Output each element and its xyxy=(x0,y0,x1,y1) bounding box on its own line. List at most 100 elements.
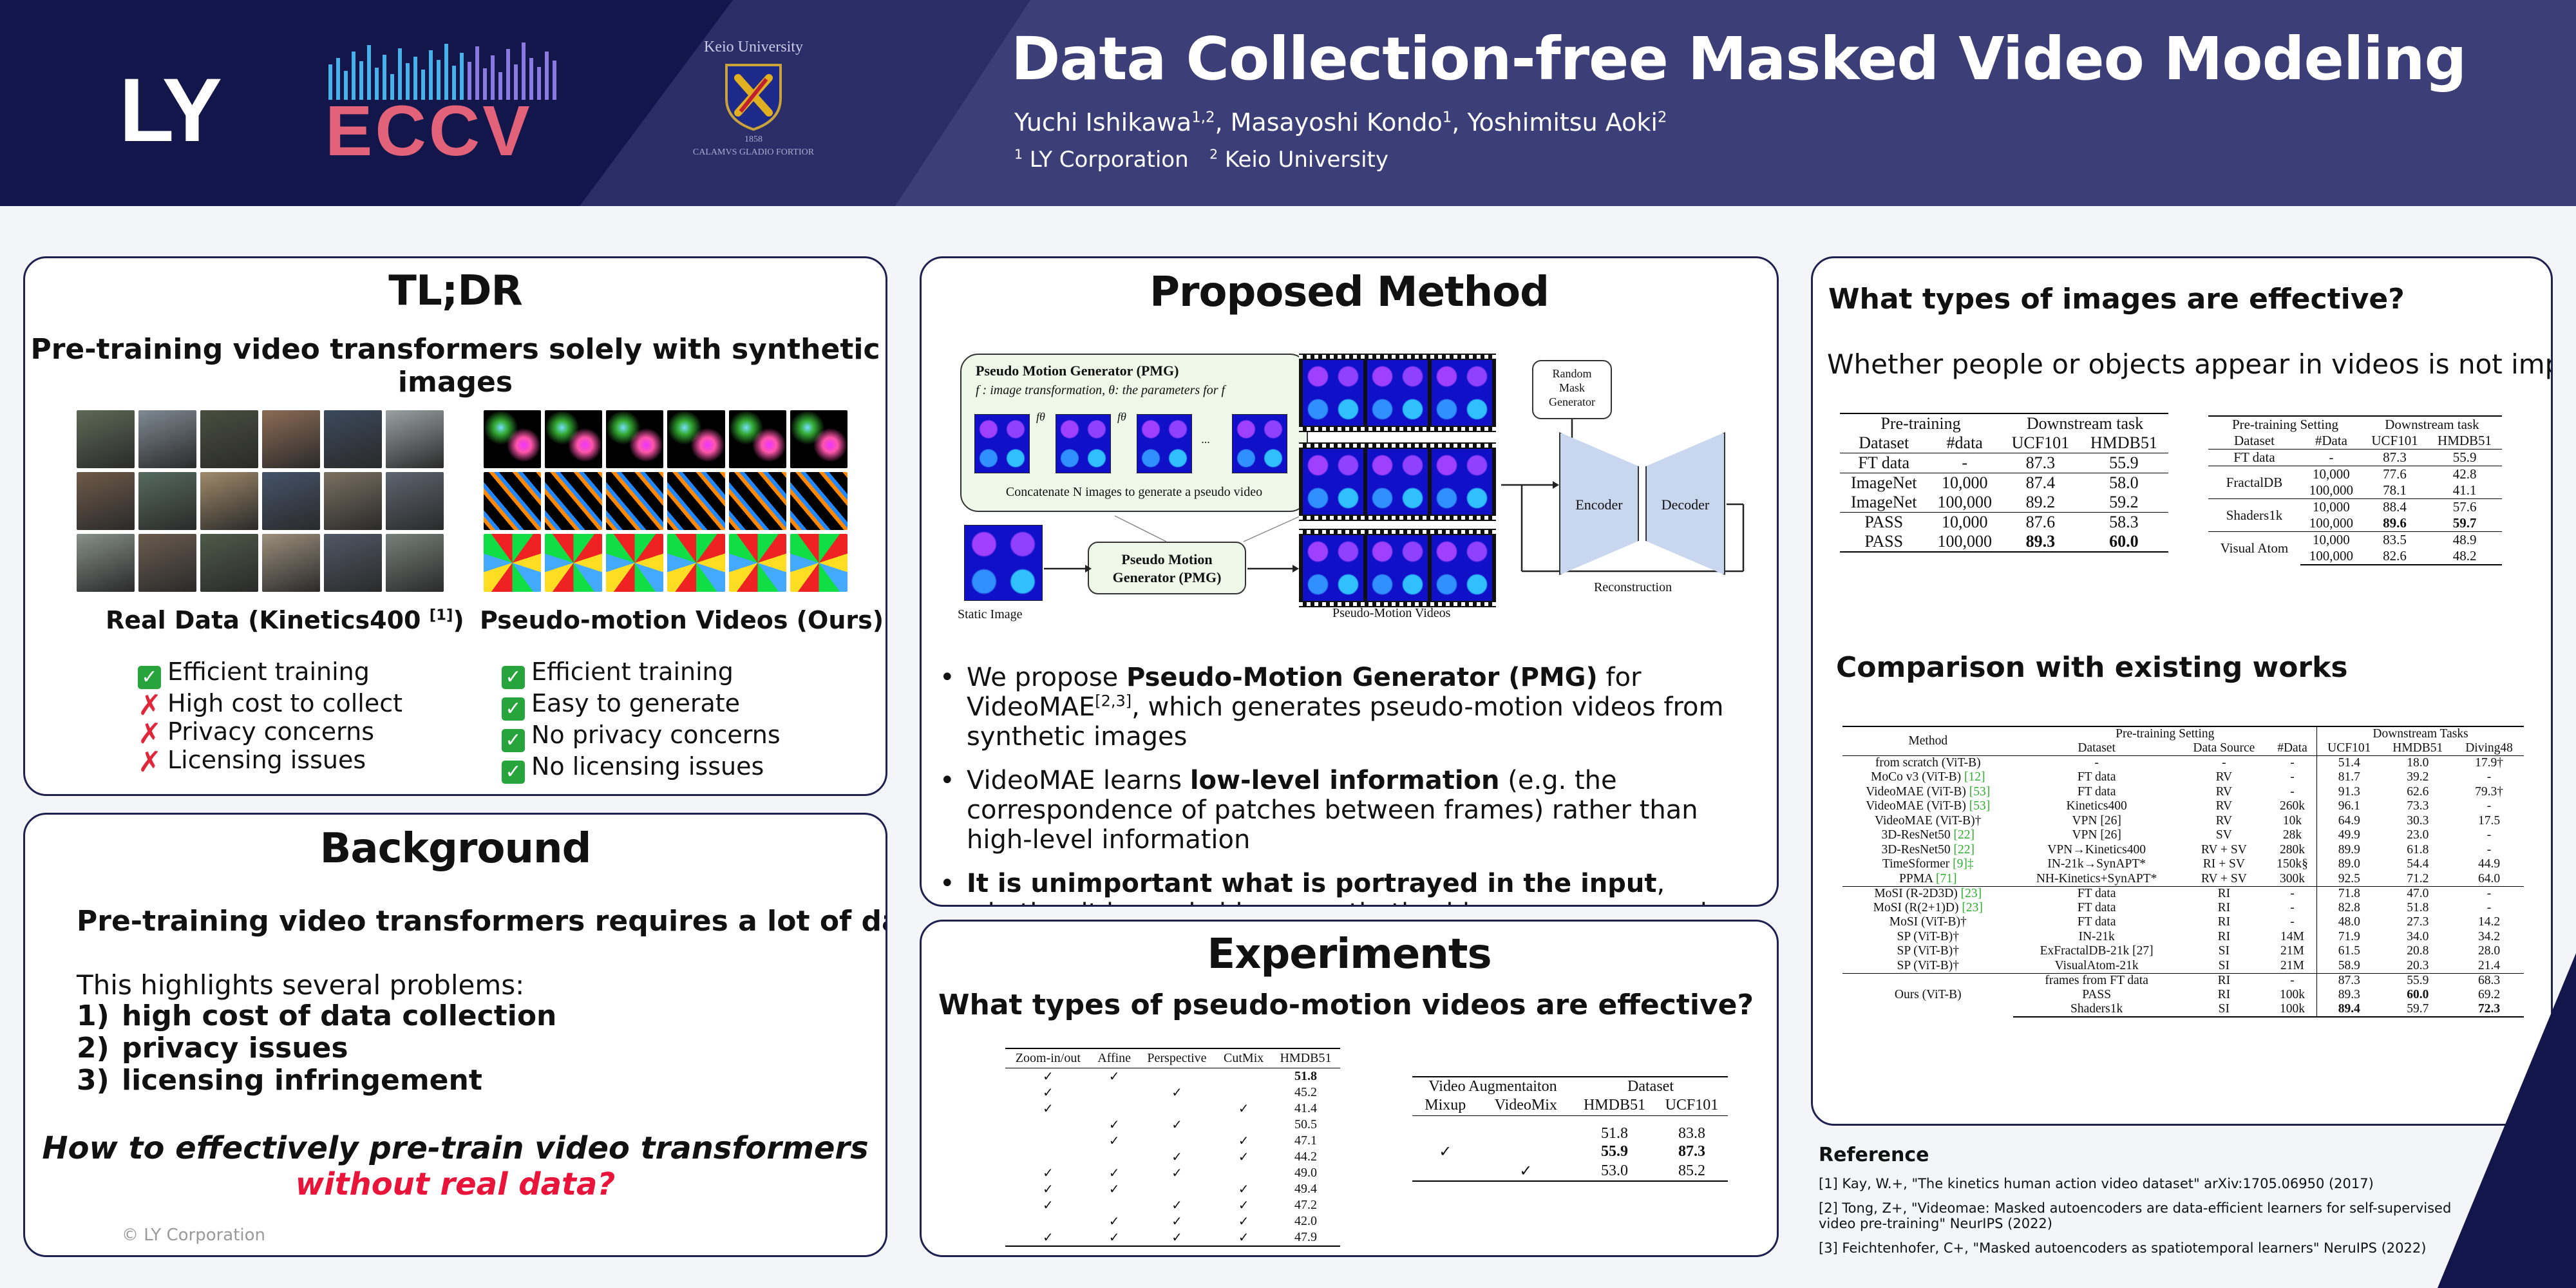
table-cell: RV xyxy=(2215,784,2233,799)
table-cell: - xyxy=(2486,900,2492,914)
table-cell: PASS xyxy=(2082,987,2112,1001)
image-type-table: Pre-training Downstream task Dataset #da… xyxy=(1840,413,2168,553)
table-cell: VideoMAE (ViT-B)† xyxy=(1842,814,2013,829)
table-cell: 47.2 xyxy=(1294,1197,1317,1212)
table-cell: 260k xyxy=(2279,799,2305,813)
table-cell: ✓ xyxy=(1238,1150,1249,1164)
table-cell: RI xyxy=(2217,987,2231,1001)
table-header-row: Dataset #data UCF101 HMDB51 xyxy=(1840,433,2168,453)
table-cell: 89.0 xyxy=(2316,857,2382,872)
table-cell: ✓ xyxy=(1042,1069,1054,1084)
ly-logo: LY xyxy=(119,59,222,160)
table-cell: 87.3 xyxy=(1678,1143,1705,1160)
table-cell: 48.2 xyxy=(2427,548,2502,565)
pmg-block-line: Pseudo Motion xyxy=(1121,551,1213,567)
method-name: MoSI (R-2D3D) xyxy=(1874,886,1961,900)
point-text: Licensing issues xyxy=(167,746,366,774)
point-item: ✗Privacy concerns xyxy=(138,717,402,748)
table-cell: FT data xyxy=(2077,784,2116,799)
cross-icon: ✗ xyxy=(138,689,162,722)
table-cell: ImageNet xyxy=(1850,493,1917,511)
table-cell: VideoMAE (ViT-B) [53] xyxy=(1842,785,2013,800)
table-cell: 89.2 xyxy=(2025,493,2056,511)
check-icon: ✓ xyxy=(502,666,525,689)
affil-name: Keio University xyxy=(1224,147,1388,173)
table-cell: - xyxy=(1962,453,1968,472)
col-header: Perspective xyxy=(1137,1048,1217,1068)
table-cell: 88.4 xyxy=(2362,498,2428,515)
table-cell: 100,000 xyxy=(1927,532,2002,553)
author-affil: 1 xyxy=(1442,109,1452,126)
table-cell: 82.8 xyxy=(2316,900,2382,915)
table-cell: - xyxy=(2290,915,2295,929)
col-header: Diving48 xyxy=(2454,741,2524,756)
table-cell: Visual Atom xyxy=(2208,531,2300,565)
table-cell: 96.1 xyxy=(2316,799,2382,814)
bullet-emph: low-level information xyxy=(1189,766,1500,795)
video-thumb xyxy=(262,534,320,592)
table-cell: RV xyxy=(2215,813,2233,828)
table-cell: 89.4 xyxy=(2316,1002,2382,1018)
table-cell xyxy=(1005,1117,1091,1133)
table-header-row: Video Augmentaiton Dataset xyxy=(1412,1076,1728,1096)
col-header: HMDB51 xyxy=(1573,1096,1656,1116)
table-cell: 82.6 xyxy=(2362,548,2428,565)
table-cell: FT data xyxy=(2077,900,2116,914)
check-icon: ✓ xyxy=(502,761,525,784)
frame-thumb xyxy=(1303,535,1363,601)
bullet-ref: [2,3] xyxy=(1095,692,1132,710)
table-header-row: Pre-training Downstream task xyxy=(1840,413,2168,433)
table-cell: - xyxy=(2329,450,2334,465)
frame-thumb xyxy=(1432,449,1492,515)
table-cell: RI xyxy=(2217,900,2231,914)
background-intro: This highlights several problems: xyxy=(77,969,525,1001)
table-body: ✓✓51.8✓✓45.2✓✓41.4✓✓50.5✓✓47.1✓✓44.2✓✓✓4… xyxy=(1005,1068,1340,1247)
table-cell: 20.3 xyxy=(2407,958,2429,972)
table-cell: 34.2 xyxy=(2477,929,2501,943)
problem-item: 3)licensing infringement xyxy=(77,1065,556,1097)
table-cell xyxy=(1091,1084,1138,1101)
table-cell xyxy=(1091,1101,1138,1117)
table-cell: FT data xyxy=(2233,450,2275,465)
table-cell: ✓ xyxy=(1042,1166,1054,1180)
col-group-header: Dataset xyxy=(1573,1076,1728,1096)
table-cell: 59.7 xyxy=(2381,1002,2455,1018)
video-thumb xyxy=(324,534,382,592)
problem-number: 1) xyxy=(77,999,109,1032)
table-cell: 3D-ResNet50 [22] xyxy=(1842,843,2013,858)
rmg-line: Random xyxy=(1552,367,1592,380)
col-header: Pre-training Setting xyxy=(2013,726,2317,741)
transform-label: fθ xyxy=(1036,410,1045,423)
video-thumb xyxy=(386,410,444,468)
col-header: UCF101 xyxy=(2316,741,2382,756)
table-cell: 60.0 xyxy=(2407,987,2429,1001)
table-cell: - xyxy=(2486,828,2492,842)
method-name: PPMA xyxy=(1899,871,1936,886)
video-thumb xyxy=(200,472,258,530)
bullet-text: (e.g. the correspondence of patches betw… xyxy=(967,766,1698,855)
pseudo-frame xyxy=(606,472,664,530)
point-text: Privacy concerns xyxy=(167,717,374,746)
table-cell: ✓ xyxy=(1042,1101,1054,1116)
table-cell: 71.8 xyxy=(2316,886,2382,901)
table-cell: 51.8 xyxy=(1294,1068,1317,1083)
affil-number: 2 xyxy=(1209,146,1218,162)
problem-text: high cost of data collection xyxy=(122,999,557,1032)
col-group-header: Video Augmentaiton xyxy=(1412,1076,1574,1096)
col-header: #data xyxy=(1927,433,2002,453)
real-video-thumbnails xyxy=(77,410,444,592)
table-cell: - xyxy=(2268,972,2317,988)
table-cell: FractalDB xyxy=(2208,466,2300,499)
table-cell: IN-21k→SynAPT* xyxy=(2047,857,2146,871)
pseudo-frame xyxy=(790,410,848,468)
table-cell: RV + SV xyxy=(2201,842,2247,857)
col-header: Pre-training Setting xyxy=(2208,415,2362,433)
reference-item: [2] Tong, Z+, "Videomae: Masked autoenco… xyxy=(1819,1200,2452,1231)
method-name: VideoMAE (ViT-B)† xyxy=(1875,813,1982,828)
